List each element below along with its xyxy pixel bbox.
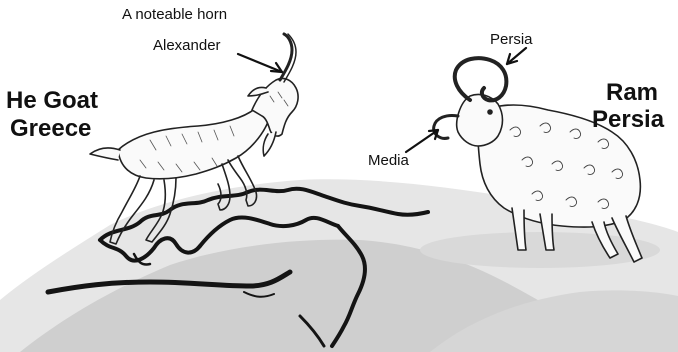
media-horn-label: Media	[368, 152, 409, 169]
ram-title-line1: Ram	[606, 79, 658, 106]
alexander-label: Alexander	[153, 37, 221, 54]
ram-title-line2: Persia	[592, 106, 664, 133]
media-arrow	[406, 130, 438, 152]
goat-title-line2: Greece	[10, 115, 91, 142]
goat-title-line1: He Goat	[6, 87, 98, 114]
persia-horn-label: Persia	[490, 31, 533, 48]
horn-label: A noteable horn	[122, 6, 227, 23]
